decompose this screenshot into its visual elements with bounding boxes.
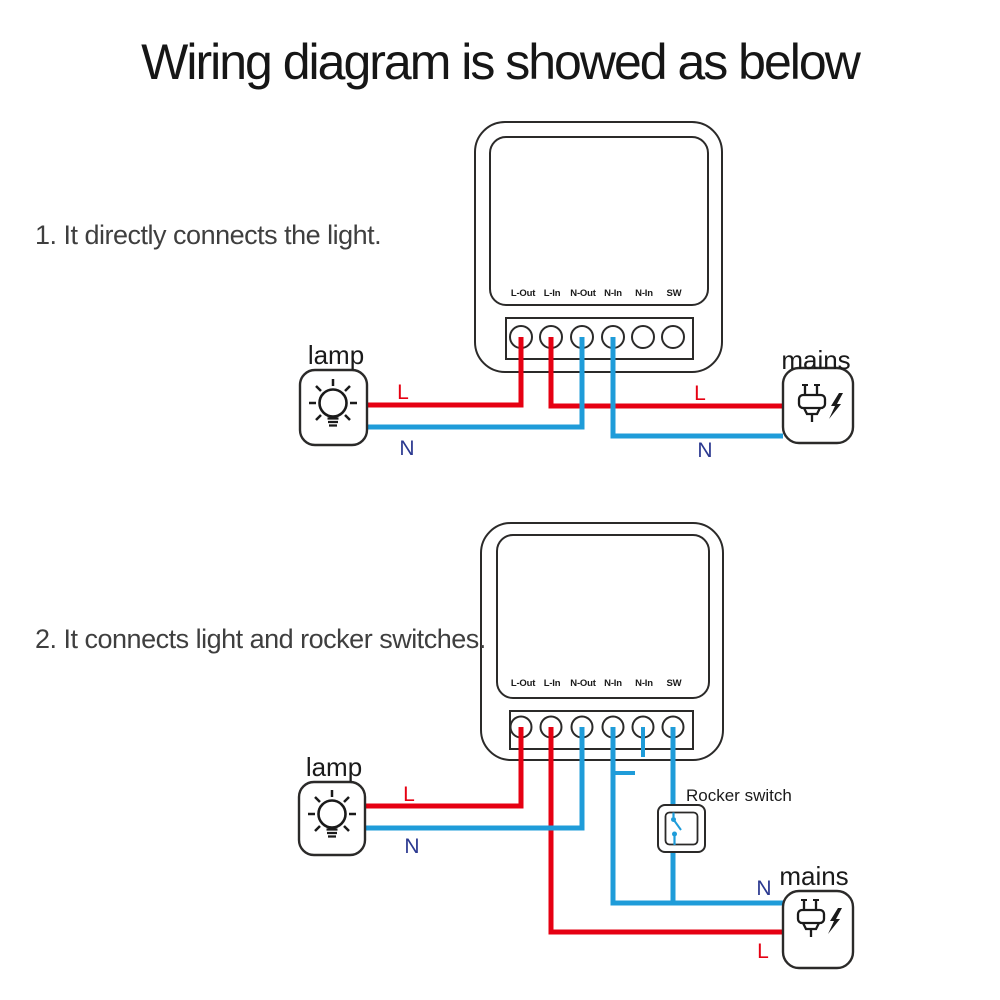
wire-d1-nout-to-lamp (367, 337, 585, 430)
module-inner-panel (489, 136, 709, 306)
step-2-caption: 2. It connects light and rocker switches… (35, 624, 486, 654)
wire-d2-nin-to-mains (610, 727, 783, 906)
terminal-label-n-out-1: N-Out (570, 288, 596, 299)
lamp-label-2: lamp (305, 752, 363, 782)
wire-d2-lout-to-lamp (366, 727, 524, 809)
mains-node-2 (781, 889, 855, 970)
terminal-label-sw-2: SW (666, 678, 682, 689)
terminal-label-l-out-1: L-Out (510, 288, 536, 299)
mains-node-1 (781, 366, 855, 445)
terminal-label-n-in-1: N-In (604, 288, 622, 299)
wire-d1-lout-to-lamp (367, 337, 524, 408)
neutral-label-mains-1: N (697, 439, 713, 462)
mains-box (781, 366, 855, 445)
terminal-hole (661, 325, 685, 349)
wires-diagram-1 (367, 337, 783, 439)
neutral-label-mains-2: N (756, 877, 772, 900)
rocker-switch (657, 804, 706, 853)
wire-d2-nout-to-lamp (366, 727, 585, 831)
page-title: Wiring diagram is showed as below (141, 34, 861, 90)
module-inner-panel (496, 534, 710, 699)
mains-box (781, 889, 855, 970)
mains-label-1: mains (781, 345, 851, 375)
neutral-label-lamp-1: N (399, 437, 415, 460)
lamp-label-1: lamp (307, 340, 365, 370)
lamp-node-1 (298, 368, 369, 447)
terminal-label-l-in-1: L-In (543, 288, 561, 299)
terminal-label-n-out-2: N-Out (570, 678, 596, 689)
live-label-mains-2: L (757, 940, 769, 963)
wire-d1-nin-to-mains (610, 337, 783, 439)
smart-switch-module-1 (474, 121, 723, 373)
neutral-label-lamp-2: N (404, 835, 420, 858)
switch-contact-dot-bottom (672, 831, 677, 837)
rocker-switch-label: Rocker switch (686, 786, 792, 805)
live-label-lamp-1: L (397, 381, 409, 404)
lamp-box (297, 780, 367, 857)
terminal-label-n-in2-1: N-In (635, 288, 653, 299)
live-label-lamp-2: L (403, 783, 415, 806)
step-1-caption: 1. It directly connects the light. (35, 220, 382, 250)
lamp-node-2 (297, 780, 367, 857)
terminal-label-n-in2-2: N-In (635, 678, 653, 689)
terminal-label-l-out-2: L-Out (510, 678, 536, 689)
live-label-mains-1: L (694, 382, 706, 405)
smart-switch-module-2 (480, 522, 724, 761)
mains-label-2: mains (779, 861, 849, 891)
terminal-label-sw-1: SW (666, 288, 682, 299)
terminal-label-l-in-2: L-In (543, 678, 561, 689)
rocker-switch-inner (664, 811, 699, 846)
switch-lever (672, 818, 682, 831)
lamp-box (298, 368, 369, 447)
terminal-hole (631, 325, 655, 349)
terminal-label-n-in-2: N-In (604, 678, 622, 689)
wire-d1-lin-to-mains (548, 337, 783, 409)
wire-d2-lin-to-mains (548, 727, 783, 935)
